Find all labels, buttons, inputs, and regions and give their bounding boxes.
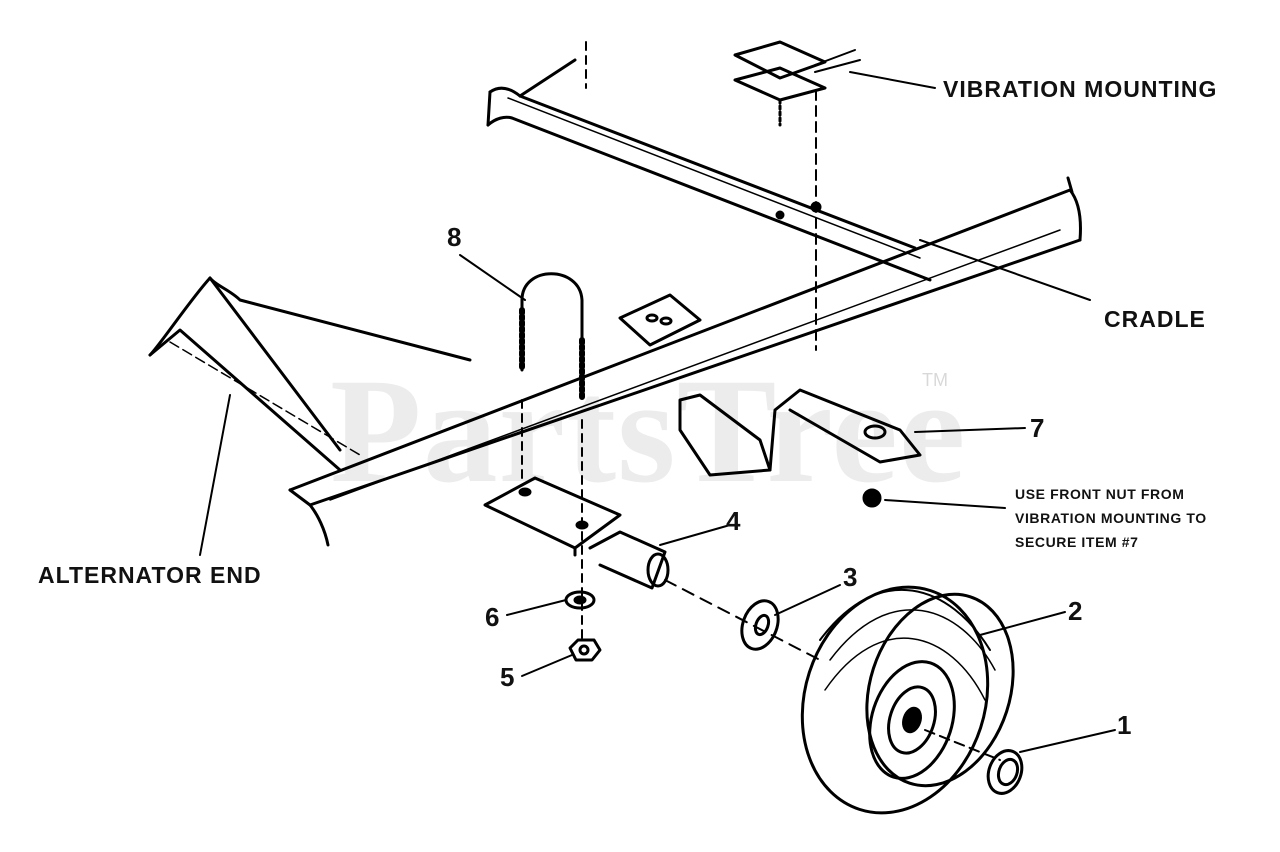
callout-6: 6 <box>485 602 500 632</box>
leader-lines <box>199 71 1116 753</box>
note-front-nut: USE FRONT NUT FROM VIBRATION MOUNTING TO… <box>1015 482 1207 554</box>
hex-nut-5 <box>568 638 602 662</box>
rear-rail <box>486 41 932 282</box>
callout-2: 2 <box>1068 596 1083 626</box>
cradle-bracket <box>618 293 922 477</box>
label-alternator-end: ALTERNATOR END <box>38 562 262 588</box>
label-vibration-mounting: VIBRATION MOUNTING <box>943 76 1218 102</box>
callout-3: 3 <box>843 562 858 592</box>
label-cradle: CRADLE <box>1104 306 1206 332</box>
callout-8: 8 <box>447 222 462 252</box>
cross-member <box>288 176 1082 547</box>
hub-cap-1 <box>986 749 1024 795</box>
callout-4: 4 <box>726 506 741 536</box>
lock-washer-6 <box>564 590 596 610</box>
flat-washer-3 <box>740 599 780 651</box>
trademark-mark: TM <box>922 370 948 390</box>
axle-shaft <box>588 530 821 661</box>
callout-5: 5 <box>500 662 515 692</box>
front-nut <box>862 488 882 508</box>
mount-plate <box>483 476 622 557</box>
callout-7: 7 <box>1030 413 1045 443</box>
note-line: VIBRATION MOUNTING TO <box>1015 510 1207 526</box>
note-line: SECURE ITEM #7 <box>1015 534 1139 550</box>
callout-1: 1 <box>1117 710 1132 740</box>
vibration-mount <box>733 40 861 351</box>
watermark: PartsTree <box>330 348 967 514</box>
wheel-2 <box>800 585 1015 815</box>
note-line: USE FRONT NUT FROM <box>1015 486 1185 502</box>
alternator-rail <box>148 276 472 472</box>
